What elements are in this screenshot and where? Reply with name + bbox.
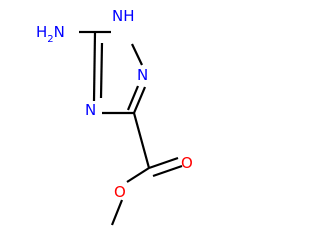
bond-n2-c3 [132, 86, 147, 114]
molecule-structure: H2N NH N N O O [36, 7, 193, 226]
carbonyl-o-label: O [181, 154, 193, 172]
amine-h: H [36, 23, 47, 41]
bond-ester-o-methyl [110, 199, 124, 226]
amine-n: N [54, 23, 65, 41]
bond-n4-c5 [92, 31, 97, 102]
ring-n2-label: N [137, 66, 148, 84]
amine-label: H2N [36, 23, 65, 45]
bond-n2-c3-inner [126, 85, 140, 111]
bond-n4-c5-inner [99, 42, 104, 99]
bond-carbonyl-o [148, 156, 179, 170]
atom-labels: H2N NH N N O O [36, 7, 193, 201]
amine-subscript: 2 [47, 34, 53, 45]
ring-nh-label: NH [112, 7, 135, 25]
bond-carbonyl-o-inner [152, 164, 183, 178]
bonds [79, 30, 183, 226]
ester-o-label: O [114, 183, 126, 201]
ring-n4-label: N [85, 101, 96, 119]
bond-carbonyl-ester-o [126, 167, 150, 183]
bond-n1-n2 [131, 43, 143, 66]
bond-c3-carbonyl [132, 112, 151, 169]
